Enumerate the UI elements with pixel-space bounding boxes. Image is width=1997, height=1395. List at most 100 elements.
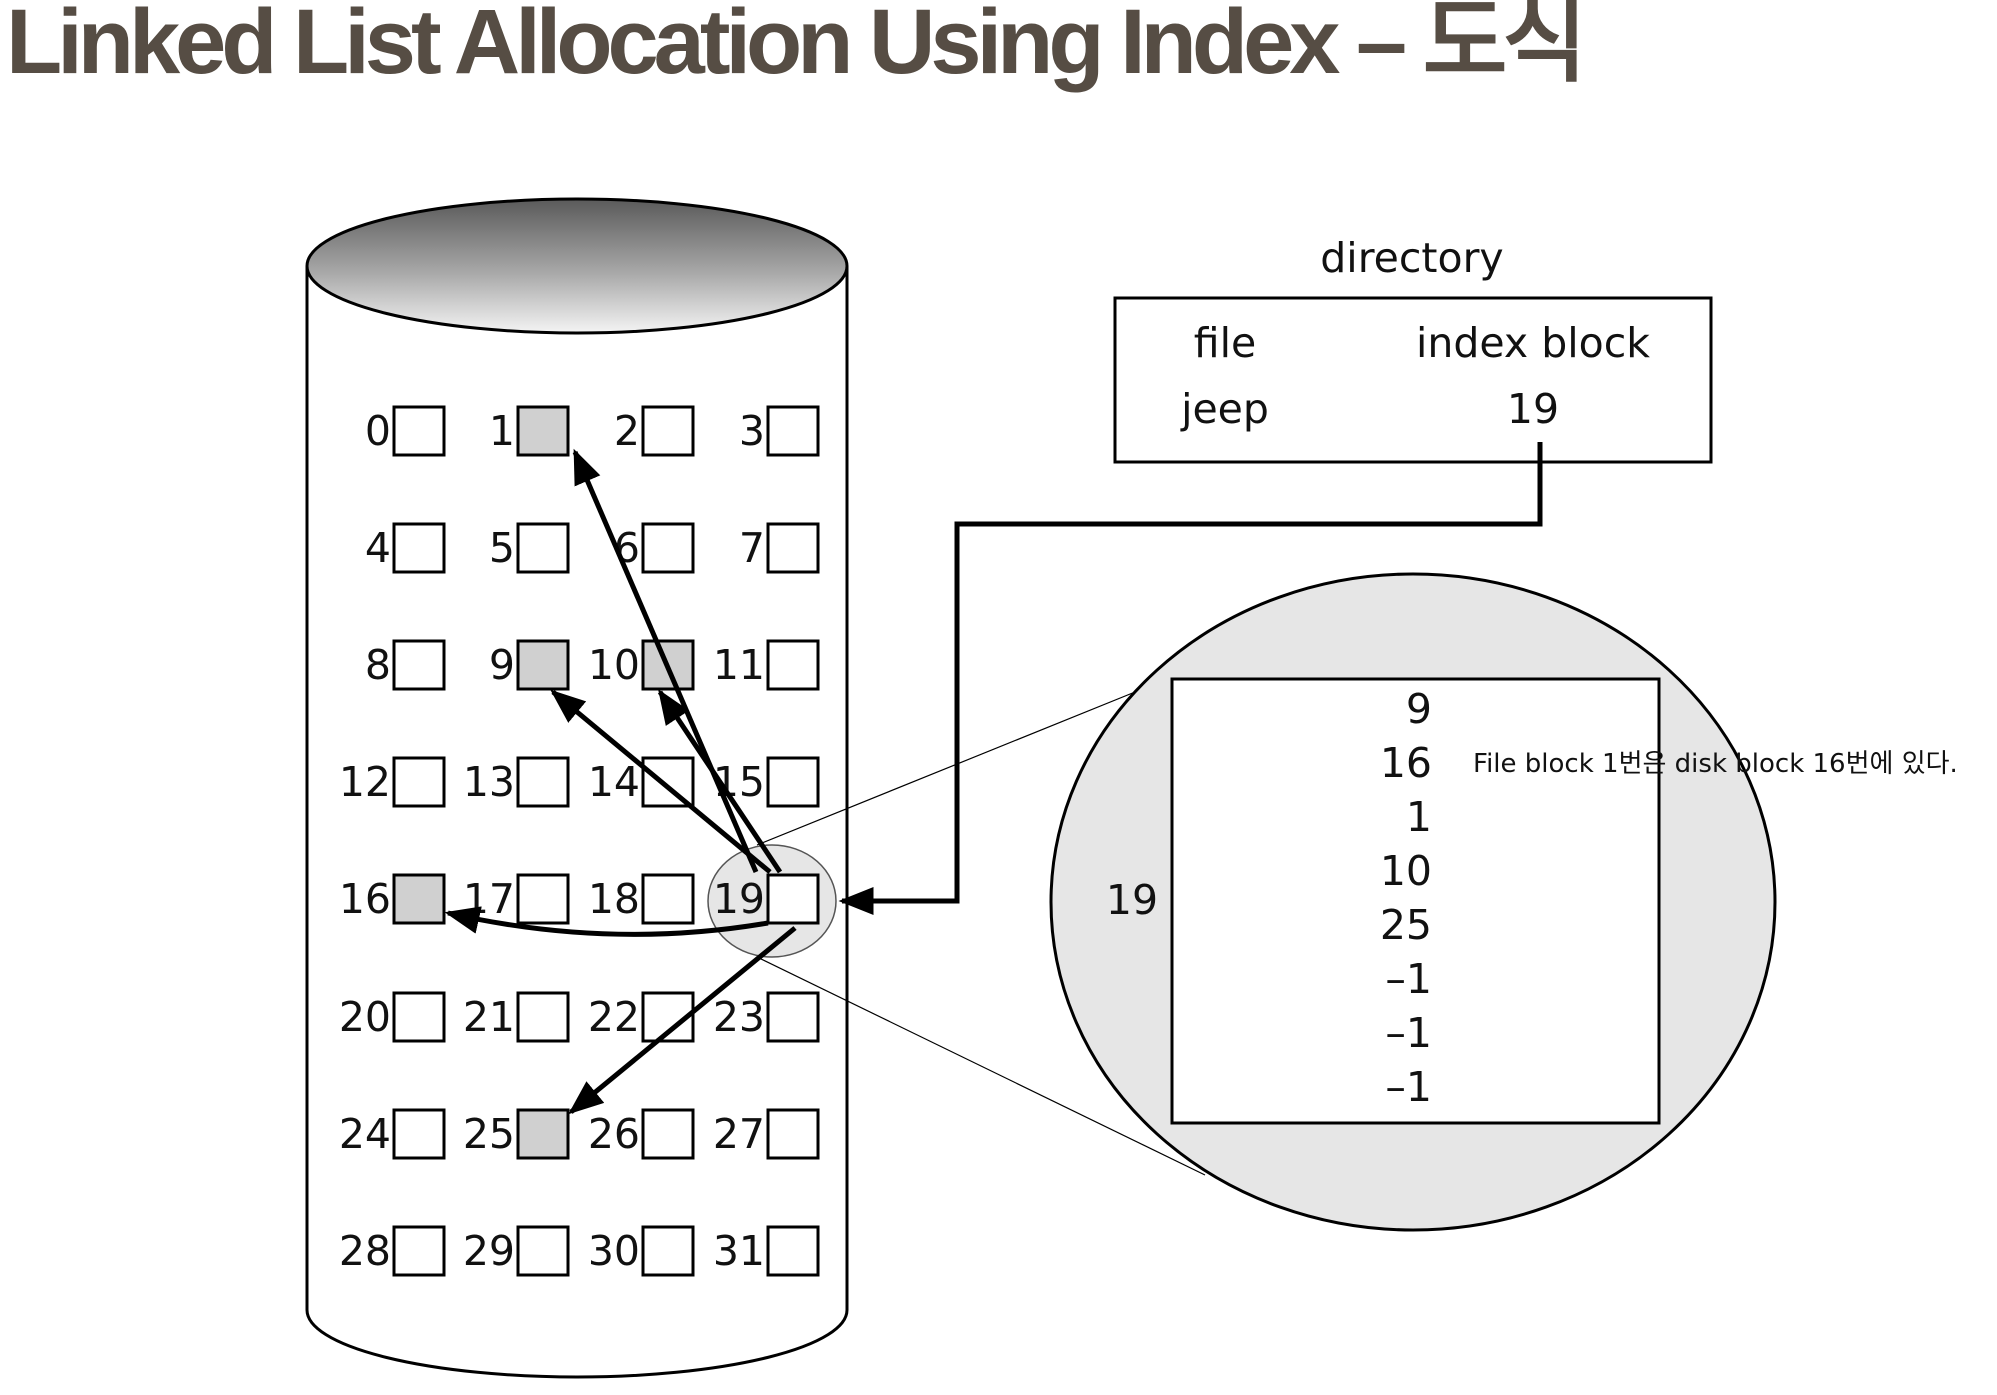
free-block-box: [392, 639, 446, 691]
free-block-box: [641, 522, 695, 574]
free-block-box: [641, 1225, 695, 1277]
used-block-box: [392, 873, 446, 925]
disk-block-26: 26: [588, 1108, 695, 1160]
pointer-to-block-1: [572, 448, 759, 873]
disk-block-7: 7: [739, 522, 820, 574]
disk-block-number: 9: [489, 641, 515, 689]
directory: directory file index block jeep 19: [1113, 234, 1713, 464]
disk-block-number: 0: [365, 407, 391, 455]
disk-block-2: 2: [614, 405, 695, 457]
used-block-box: [641, 639, 695, 691]
disk-block-number: 27: [713, 1110, 765, 1158]
directory-col-file: file: [1194, 319, 1256, 367]
disk-block-0: 0: [365, 405, 446, 457]
disk-block-number: 14: [588, 758, 640, 806]
disk-block-number: 1: [489, 407, 515, 455]
index-entry: 10: [1380, 847, 1432, 895]
free-block-box: [516, 522, 570, 574]
disk-block-16: 16: [339, 873, 446, 925]
pointer-to-block-9: [550, 689, 772, 874]
index-entry: 16: [1380, 739, 1432, 787]
disk-block-number: 8: [365, 641, 391, 689]
disk-block-5: 5: [489, 522, 570, 574]
disk-block-9: 9: [489, 639, 570, 691]
free-block-box: [766, 639, 820, 691]
disk-block-number: 21: [463, 993, 515, 1041]
zoom-line-top: [756, 689, 1141, 846]
disk-block-number: 2: [614, 407, 640, 455]
disk-block-28: 28: [339, 1225, 446, 1277]
disk-block-number: 28: [339, 1227, 391, 1275]
index-block-table: [1170, 677, 1661, 1125]
free-block-box: [392, 991, 446, 1043]
disk-block-20: 20: [339, 991, 446, 1043]
disk-block-number: 29: [463, 1227, 515, 1275]
free-block-box: [516, 1225, 570, 1277]
disk-block-18: 18: [588, 873, 695, 925]
index-entry: 25: [1380, 901, 1432, 949]
disk-block-number: 5: [489, 524, 515, 572]
free-block-box: [516, 991, 570, 1043]
free-block-box: [766, 1108, 820, 1160]
pointer-to-block-10: [657, 689, 783, 874]
free-block-box: [516, 873, 570, 925]
directory-caption: directory: [1320, 234, 1503, 282]
free-block-box: [766, 522, 820, 574]
disk-block-25: 25: [463, 1108, 570, 1160]
disk-block-29: 29: [463, 1225, 570, 1277]
disk-block-number: 16: [339, 875, 391, 923]
disk-block-19: 19: [713, 873, 820, 925]
directory-file-name: jeep: [1180, 385, 1269, 433]
disk-block-number: 10: [588, 641, 640, 689]
disk-top: [305, 197, 849, 335]
disk-block-number: 18: [588, 875, 640, 923]
disk-block-24: 24: [339, 1108, 446, 1160]
free-block-box: [766, 873, 820, 925]
disk-block-number: 26: [588, 1110, 640, 1158]
free-block-box: [766, 1225, 820, 1277]
used-block-box: [516, 1108, 570, 1160]
disk-block-number: 4: [365, 524, 391, 572]
annotation-note: File block 1번은 disk block 16번에 있다.: [1473, 749, 1958, 779]
disk-block-10: 10: [588, 639, 695, 691]
directory-col-index: index block: [1416, 319, 1650, 367]
pointer-to-block-16: [444, 906, 769, 937]
free-block-box: [516, 756, 570, 808]
index-entry: –1: [1385, 955, 1432, 1003]
directory-index-value: 19: [1507, 385, 1559, 433]
free-block-box: [392, 1108, 446, 1160]
free-block-box: [641, 1108, 695, 1160]
disk-block-number: 12: [339, 758, 391, 806]
used-block-box: [516, 639, 570, 691]
disk-block-number: 19: [713, 875, 765, 923]
free-block-box: [641, 405, 695, 457]
index-pointers: [444, 448, 797, 1115]
pointer-to-block-25: [568, 926, 797, 1115]
index-entry: 9: [1406, 685, 1432, 733]
free-block-box: [766, 756, 820, 808]
disk-block-6: 6: [614, 522, 695, 574]
index-entry: 1: [1406, 793, 1432, 841]
disk-block-21: 21: [463, 991, 570, 1043]
disk-block-number: 23: [713, 993, 765, 1041]
disk-block-1: 1: [489, 405, 570, 457]
disk-block-number: 30: [588, 1227, 640, 1275]
disk-block-number: 7: [739, 524, 765, 572]
directory-table: [1113, 296, 1713, 464]
disk-block-4: 4: [365, 522, 446, 574]
disk-block-31: 31: [713, 1225, 820, 1277]
index-entry: –1: [1385, 1063, 1432, 1111]
page-title: Linked List Allocation Using Index – 도식: [6, 0, 1587, 93]
disk-block-27: 27: [713, 1108, 820, 1160]
disk-block-13: 13: [463, 756, 570, 808]
disk-block-3: 3: [739, 405, 820, 457]
free-block-box: [392, 756, 446, 808]
disk-block-12: 12: [339, 756, 446, 808]
disk-block-11: 11: [713, 639, 820, 691]
disk-block-30: 30: [588, 1225, 695, 1277]
disk-block-23: 23: [713, 991, 820, 1043]
index-block-label: 19: [1106, 876, 1158, 924]
